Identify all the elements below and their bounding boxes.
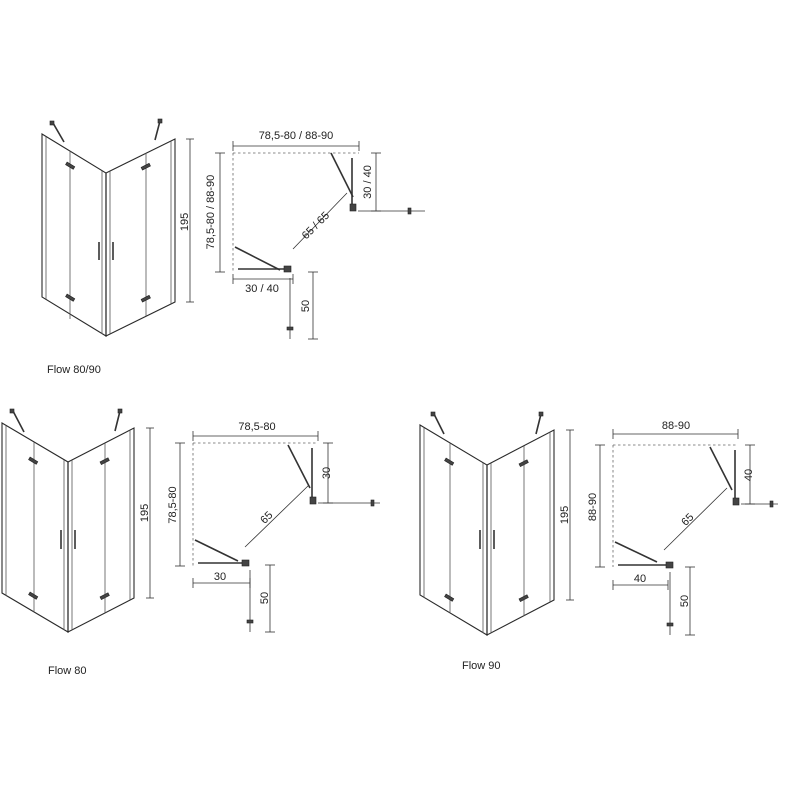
- caption-flow-80: Flow 80: [48, 665, 87, 677]
- width-top-label: 88-90: [662, 420, 690, 432]
- side-right-label: 30: [321, 467, 333, 479]
- diagonal-label: 65 / 65: [300, 210, 332, 242]
- caption-flow-80-90: Flow 80/90: [47, 364, 101, 376]
- flow-90-plan-view: [595, 429, 778, 636]
- flow-90-perspective-view: [419, 411, 574, 636]
- width-top-label: 78,5-80 / 88-90: [259, 130, 334, 142]
- side-bottom-label: 30 / 40: [245, 283, 279, 295]
- flow-80-plan-view: [175, 431, 380, 633]
- depth-left-label: 78,5-80 / 88-90: [205, 175, 217, 250]
- height-label: 195: [179, 213, 191, 231]
- wall-offset-label: 50: [259, 592, 271, 604]
- side-bottom-label: 30: [214, 571, 226, 583]
- height-label: 195: [139, 504, 151, 522]
- flow-80-perspective-view: [1, 408, 154, 633]
- side-right-label: 40: [743, 469, 755, 481]
- wall-offset-label: 50: [300, 300, 312, 312]
- wall-offset-label: 50: [679, 595, 691, 607]
- side-bottom-label: 40: [634, 573, 646, 585]
- diagonal-label: 65: [679, 511, 696, 528]
- flow-80-90-perspective-view: [41, 118, 194, 337]
- depth-left-label: 88-90: [587, 493, 599, 521]
- flow-80-90-plan-view: [215, 141, 425, 340]
- height-label: 195: [559, 506, 571, 524]
- depth-left-label: 78,5-80: [167, 486, 179, 523]
- diagonal-label: 65: [258, 509, 275, 526]
- caption-flow-90: Flow 90: [462, 660, 501, 672]
- side-right-label: 30 / 40: [362, 165, 374, 199]
- width-top-label: 78,5-80: [238, 421, 275, 433]
